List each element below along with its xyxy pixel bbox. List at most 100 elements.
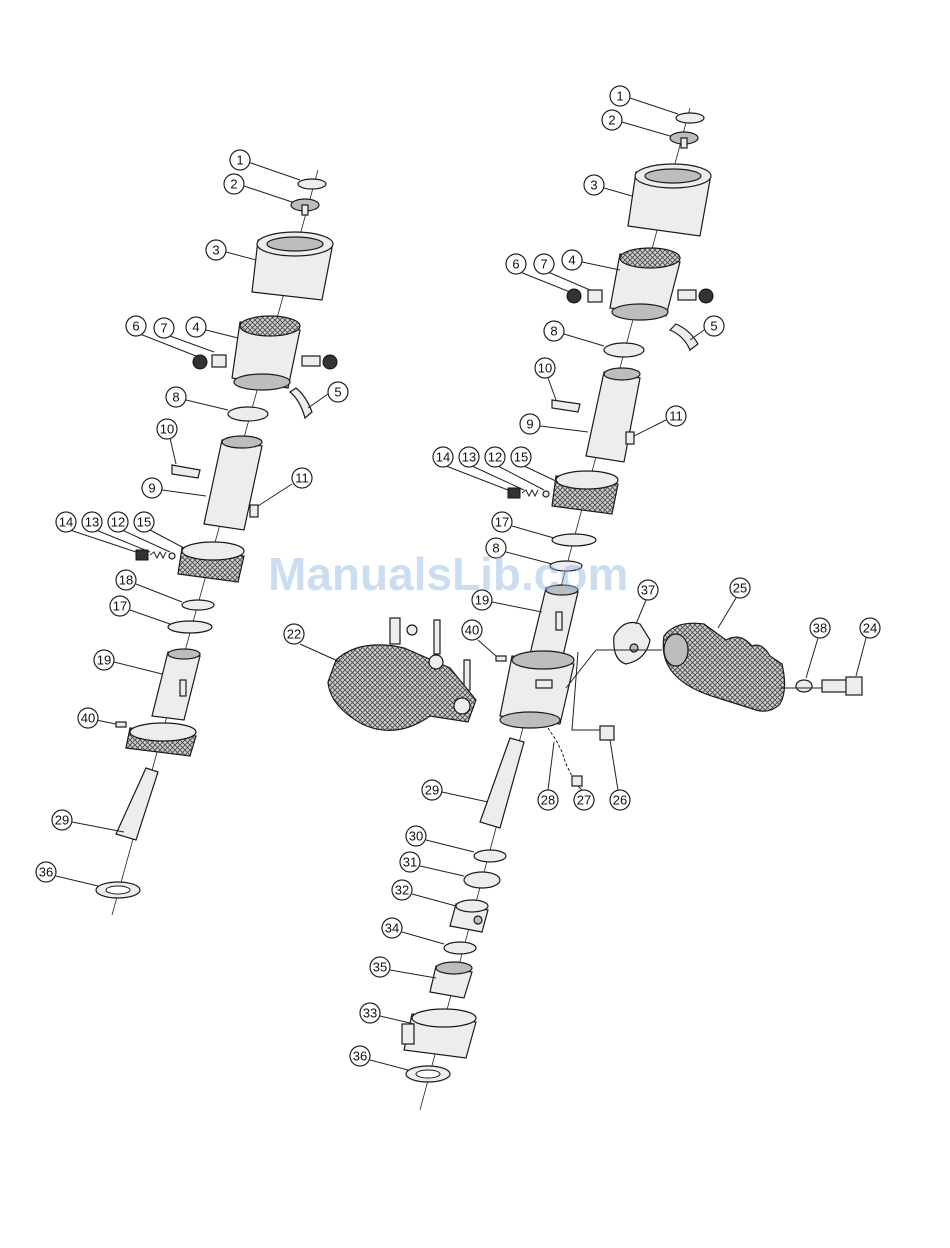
svg-text:4: 4 [568,253,575,268]
left-part-2-screw [291,199,319,215]
right-callout-10: 10 [535,358,556,400]
svg-text:9: 9 [148,481,155,496]
svg-text:38: 38 [813,621,827,636]
right-callout-36: 36 [350,1046,408,1070]
svg-text:3: 3 [212,243,219,258]
right-part-35-adapter [430,962,472,998]
svg-text:10: 10 [538,361,552,376]
svg-text:26: 26 [613,793,627,808]
left-part-19-tube [152,649,200,720]
svg-text:12: 12 [488,450,502,465]
right-part-28-chain [548,728,572,776]
right-callout-2: 2 [602,110,670,136]
svg-text:32: 32 [395,883,409,898]
right-callout-22: 22 [284,624,340,662]
right-callout-9: 9 [520,414,588,434]
right-callout-34: 34 [382,918,444,944]
left-part-17-snap-ring [168,621,212,633]
svg-text:8: 8 [172,390,179,405]
right-callout-11: 11 [634,406,686,436]
left-part-18-oring [182,600,214,610]
svg-text:5: 5 [334,385,341,400]
right-part-8-oring [604,343,644,357]
right-part-32-cylinder [450,900,488,932]
right-callout-33: 33 [360,1003,414,1024]
right-callout-17: 17 [492,512,554,538]
right-callout-32: 32 [392,880,456,906]
svg-text:4: 4 [192,320,199,335]
right-part-37-plate [614,623,650,665]
right-part-33-coupling [402,1009,476,1058]
right-part-2-screw [670,132,698,148]
right-part-valve-body [500,651,574,728]
svg-text:6: 6 [132,319,139,334]
right-callout-24: 24 [856,618,880,676]
right-callout-37: 37 [636,580,658,624]
left-part-15-ring [178,542,244,582]
svg-text:6: 6 [512,257,519,272]
left-part-29-shaper [116,768,158,840]
svg-text:9: 9 [526,417,533,432]
watermark: ManualsLib.com [268,548,628,600]
left-callout-17: 17 [110,596,170,624]
svg-text:29: 29 [425,783,439,798]
left-callout-2: 2 [224,174,292,202]
left-callout-10: 10 [157,419,177,464]
left-part-1-cap [298,179,326,189]
svg-text:17: 17 [495,515,509,530]
svg-text:35: 35 [373,960,387,975]
svg-text:18: 18 [119,573,133,588]
svg-text:7: 7 [160,321,167,336]
left-part-8-oring [228,407,268,421]
svg-text:15: 15 [137,515,151,530]
svg-text:36: 36 [353,1049,367,1064]
svg-text:17: 17 [113,599,127,614]
svg-text:31: 31 [403,855,417,870]
left-part-5-label [290,388,312,418]
svg-text:13: 13 [462,450,476,465]
svg-text:2: 2 [608,113,615,128]
right-part-30-washer [474,850,506,862]
left-callout-29: 29 [52,810,124,832]
right-part-1-cap [676,113,704,123]
left-callout-3: 3 [206,240,256,260]
right-callout-35: 35 [370,957,436,978]
left-part-4-body [232,316,300,390]
right-callout-8: 8 [544,321,604,346]
left-part-36-gasket [96,882,140,898]
right-callout-40: 40 [462,620,496,656]
left-callout-5: 5 [308,382,348,408]
left-callout-11: 11 [258,468,312,506]
right-part-17-snap-ring [552,534,596,546]
svg-text:3: 3 [590,178,597,193]
svg-text:37: 37 [641,583,655,598]
left-callout-9: 9 [142,478,206,498]
right-part-9-stem [586,368,640,462]
left-part-11-pin [250,505,258,517]
right-callout-3: 3 [584,175,632,196]
right-callout-4: 4 [562,250,620,270]
svg-text:7: 7 [540,257,547,272]
svg-text:5: 5 [710,319,717,334]
left-callout-15: 15 [134,512,184,548]
svg-text:12: 12 [111,515,125,530]
right-part-27-tag [572,776,582,786]
right-callout-1: 1 [610,86,678,114]
right-callout-28: 28 [538,742,558,810]
right-part-15-ring [552,471,618,514]
right-callout-26: 26 [610,740,630,810]
right-part-22-handle [328,645,476,731]
left-part-3-bumper [252,232,333,300]
left-part-10-clip [172,465,200,478]
svg-text:14: 14 [59,515,73,530]
left-callout-1: 1 [230,150,300,180]
left-part-40-screw [116,722,126,727]
right-part-31-retainer [464,872,500,888]
right-part-11-pin [626,432,634,444]
left-assembly: 1 2 3 4 5 6 7 8 9 10 11 14 13 12 15 18 1… [36,150,348,915]
right-callout-25: 25 [718,578,750,628]
svg-text:30: 30 [409,829,423,844]
svg-text:13: 13 [85,515,99,530]
svg-text:1: 1 [616,89,623,104]
